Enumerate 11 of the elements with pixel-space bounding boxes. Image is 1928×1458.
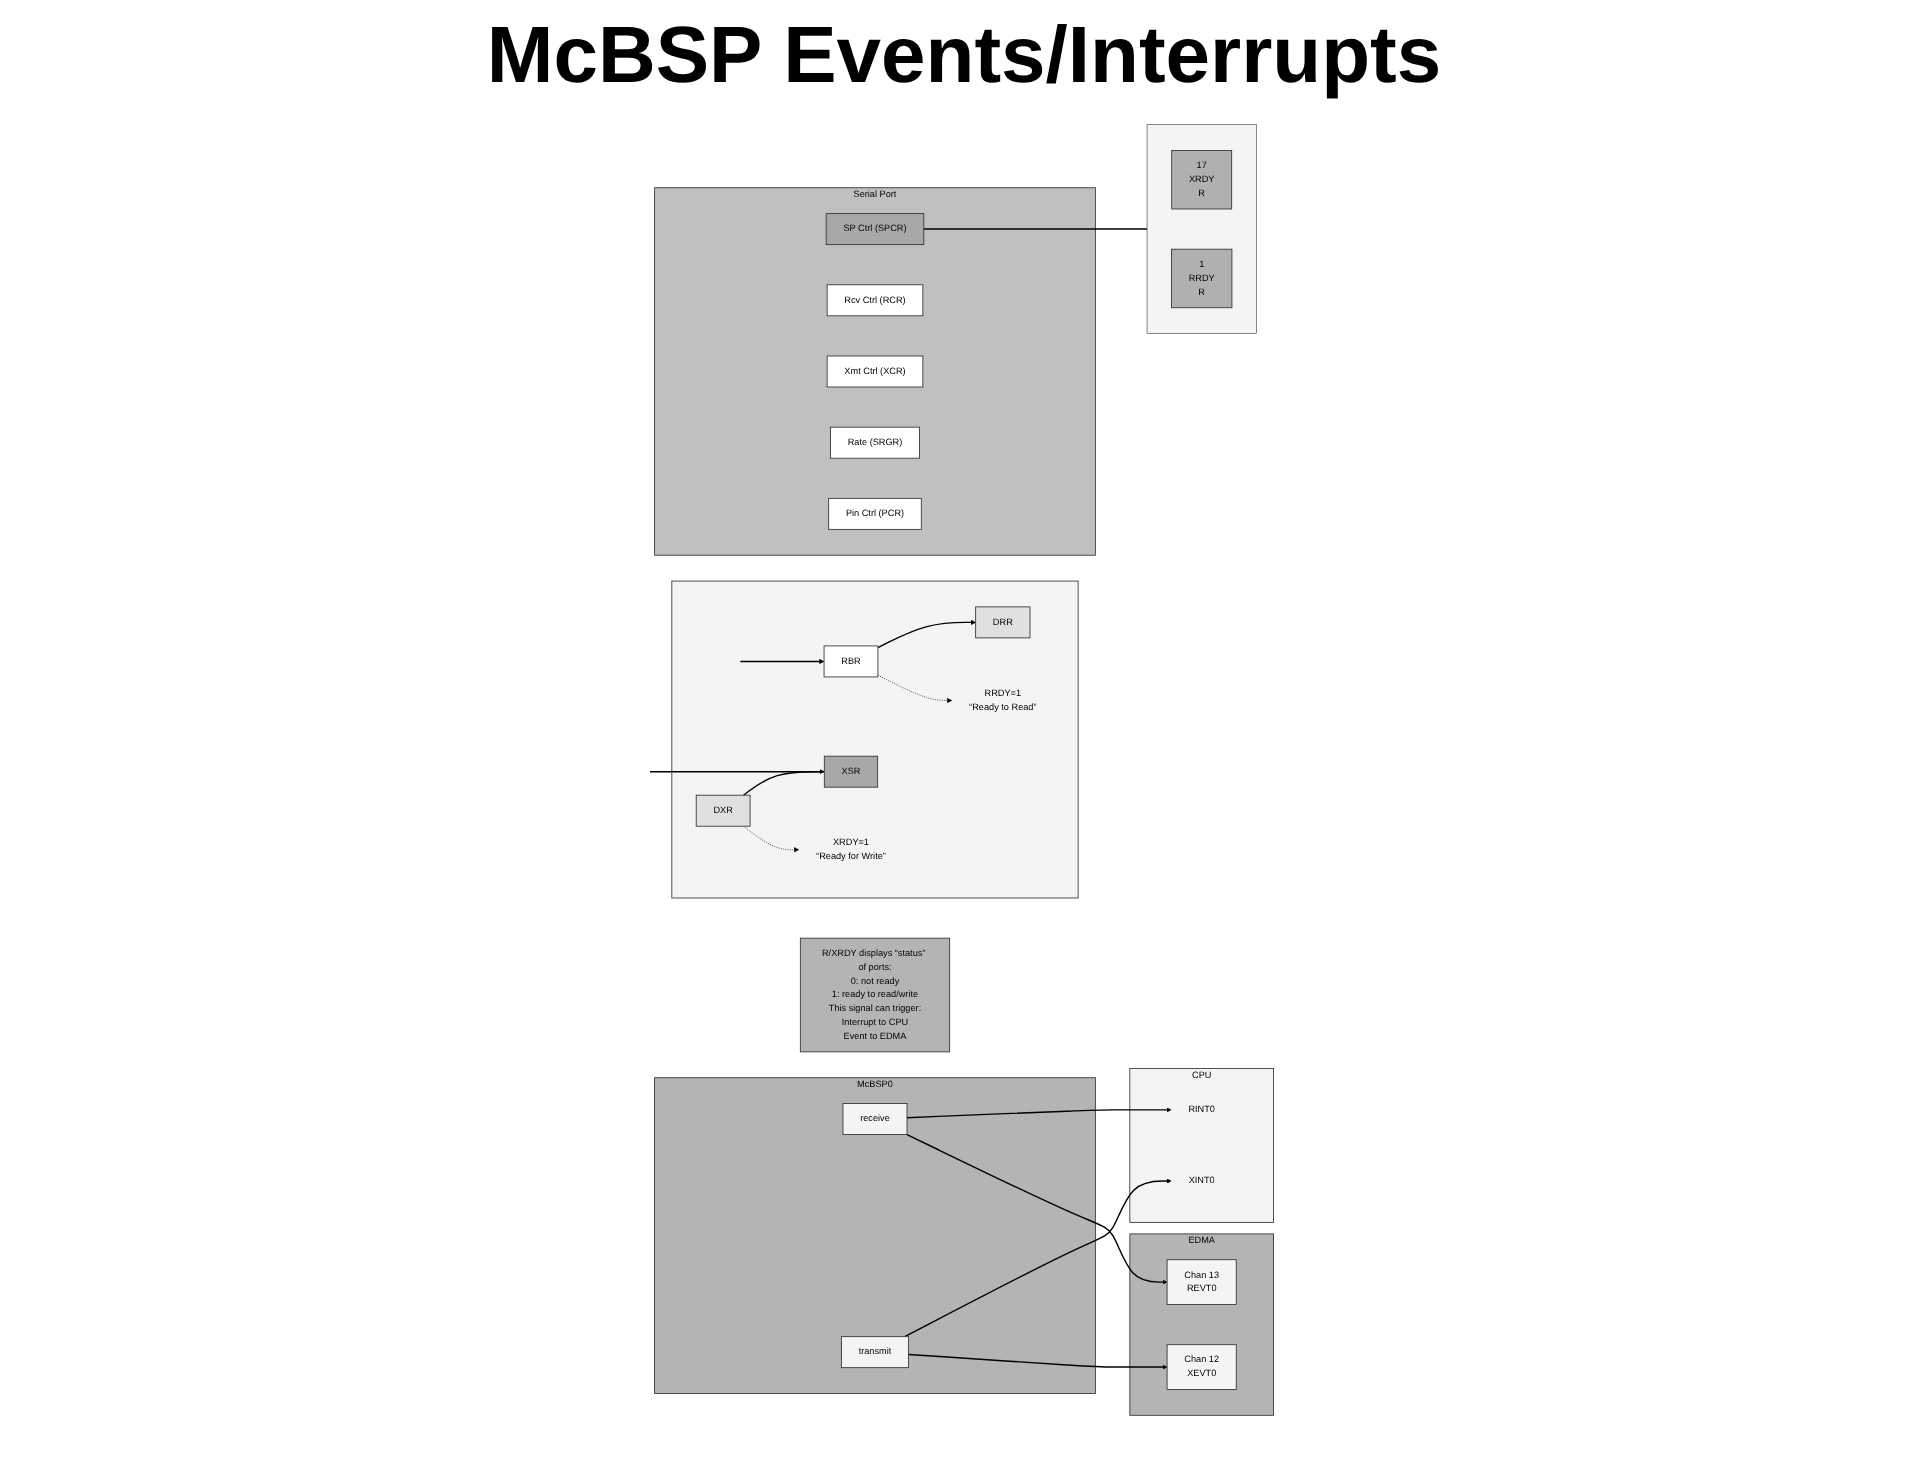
cluster [1146, 124, 1257, 334]
arrow [649, 769, 825, 775]
arrow [906, 1133, 1168, 1285]
arrow [903, 1178, 1172, 1338]
arrow [742, 769, 825, 796]
arrow [907, 1353, 1168, 1370]
cluster [671, 580, 1079, 899]
diagram-title: McBSP Events/Interrupts [484, 12, 1444, 102]
arrow [906, 1107, 1172, 1119]
arrow [877, 619, 976, 649]
arrow [739, 658, 825, 664]
